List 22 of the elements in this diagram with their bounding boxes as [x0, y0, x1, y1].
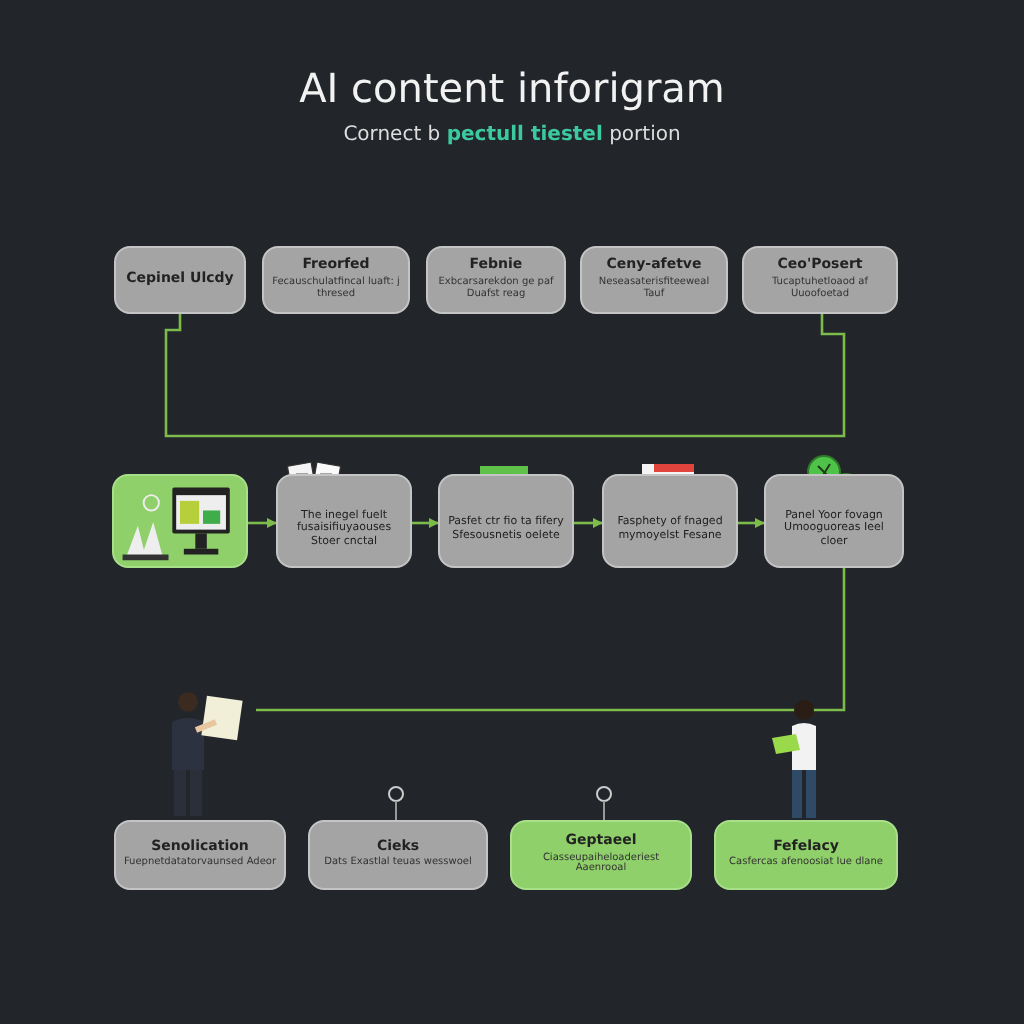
arrow — [574, 517, 604, 529]
arrow — [738, 517, 766, 529]
computer-drawing — [112, 474, 248, 568]
title: AI content inforigram — [297, 64, 727, 112]
arrow — [248, 517, 278, 529]
connector-line — [256, 568, 846, 712]
process-card — [276, 474, 412, 568]
subtitle: Cornect b pectull tiestel portion — [341, 124, 683, 146]
stage-card — [714, 820, 898, 890]
stage-card — [510, 820, 692, 890]
process-card — [602, 474, 738, 568]
process-card — [438, 474, 574, 568]
connector-line — [164, 314, 846, 438]
step-card — [426, 246, 566, 314]
process-card — [764, 474, 904, 568]
step-card — [580, 246, 728, 314]
stage-card — [308, 820, 488, 890]
step-card — [742, 246, 898, 314]
stage-card — [114, 820, 286, 890]
step-card — [262, 246, 410, 314]
step-card — [114, 246, 246, 314]
arrow — [412, 517, 440, 529]
